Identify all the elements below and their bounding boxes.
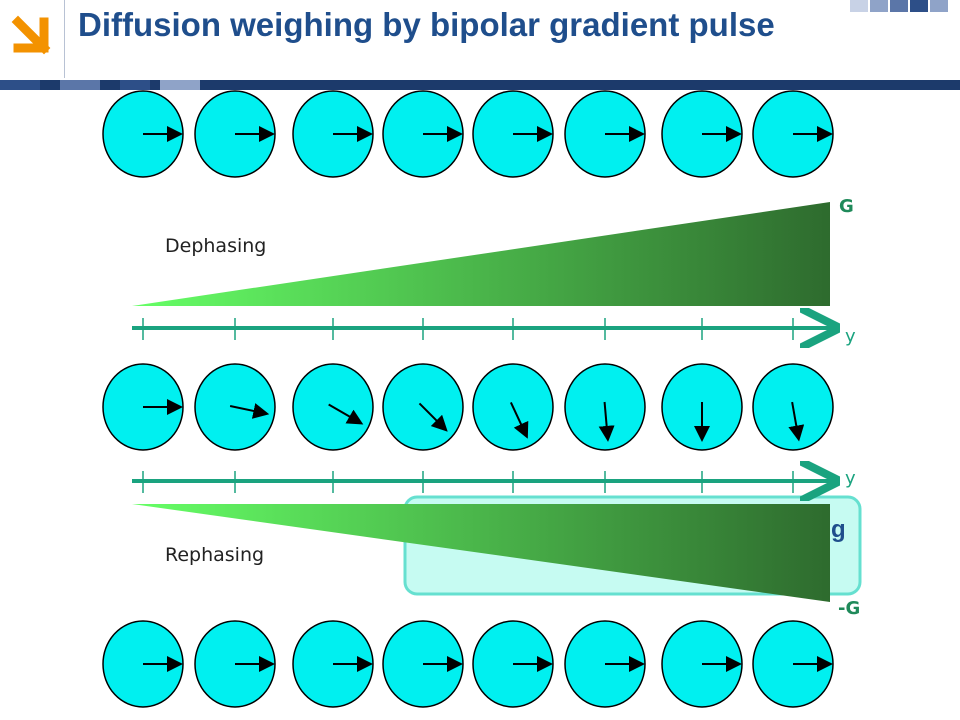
arrow-down-right-icon [11,15,51,55]
axis-label-top: y [845,326,856,347]
dephasing-label: Dephasing [165,235,267,257]
spin-row-initial [102,90,834,178]
spin-arrow [418,402,448,432]
gradient-negative-label: -G [838,598,861,619]
slide-header: Diffusion weighing by bipolar gradient p… [0,0,960,92]
header-bar-pattern [0,80,200,90]
gradient-positive-label: G [839,196,854,217]
spin-arrow [229,403,270,419]
rephasing-label: Rephasing [165,544,265,566]
axis-label-bottom: y [845,468,856,489]
spin-row-rephased [102,620,834,708]
page-title: Diffusion weighing by bipolar gradient p… [78,6,775,43]
y-axis-bottom [132,471,832,493]
header-bar [0,80,960,90]
partially-hidden-text: g [831,516,846,543]
spin-arrow [328,403,364,425]
spin-row-dephased [102,363,834,451]
spin-arrow [509,402,529,439]
y-axis-top [132,318,832,340]
gradient-wedge-negative [132,504,830,602]
spin-arrow [788,401,805,442]
header-decoration [850,0,948,12]
spin-arrow [598,401,615,442]
gradient-wedge-positive [132,202,830,306]
title-divider [64,0,65,78]
logo [0,0,62,78]
